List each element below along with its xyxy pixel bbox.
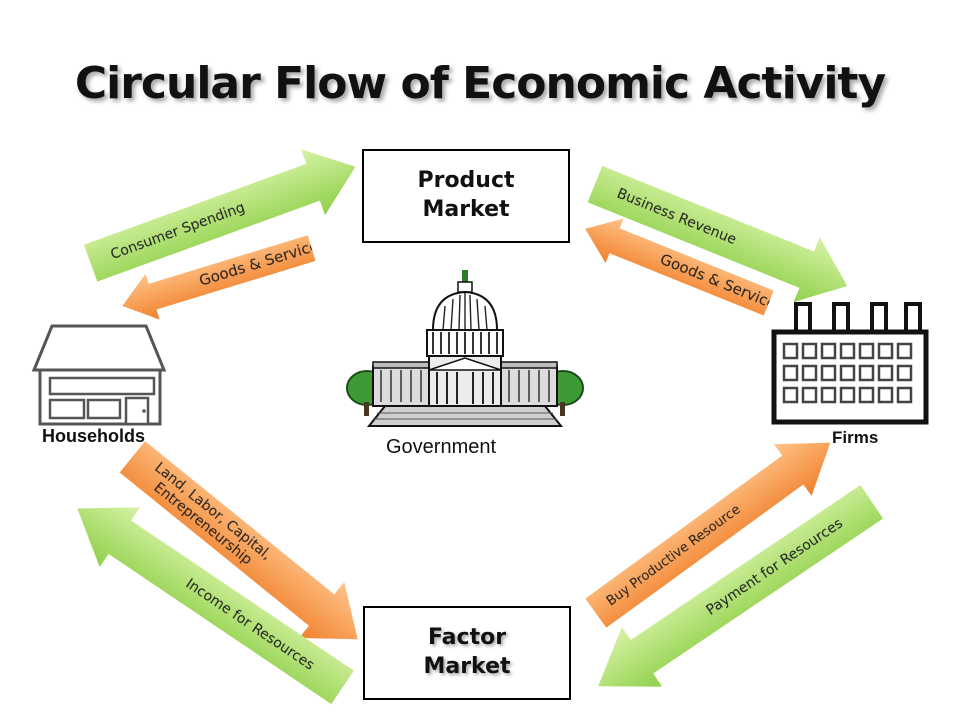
consumer-spending-label: Consumer Spending [108, 199, 248, 264]
product-market-box: Product Market [362, 149, 570, 243]
page-title: Circular Flow of Economic Activity [74, 58, 886, 109]
product-market-label: Product Market [417, 168, 515, 222]
factor-market-label: Factor Market [423, 625, 511, 679]
households-label: Households [42, 426, 146, 446]
capitol-building-icon [346, 270, 584, 427]
factor-market-box: Factor Market [363, 606, 571, 700]
government-label: Government [386, 436, 497, 458]
firms-label: Firms [832, 428, 879, 447]
factory-icon [771, 302, 929, 425]
goods-services-left-label: Goods & Services [197, 234, 329, 291]
house-icon [31, 324, 167, 426]
